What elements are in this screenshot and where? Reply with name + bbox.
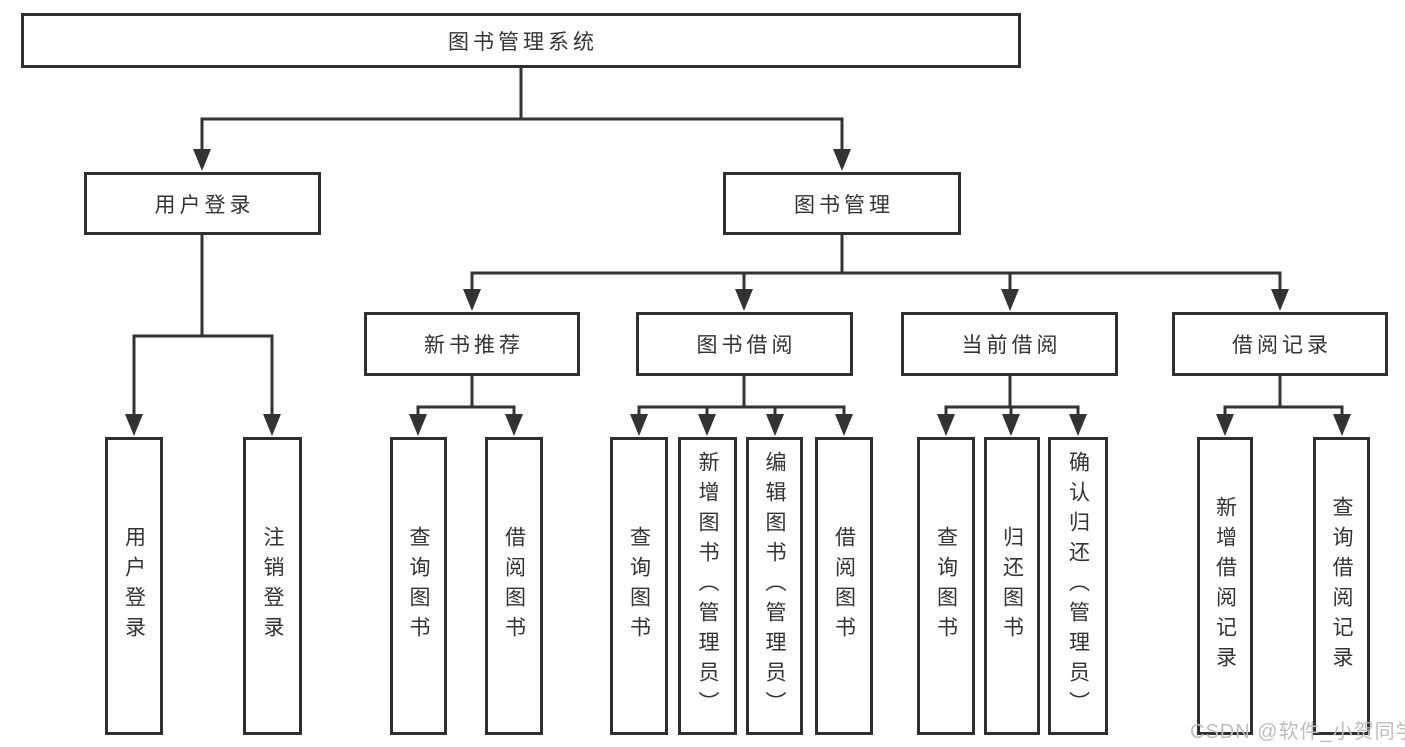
leaf-recommend-query-books: 查询图书 [390, 437, 447, 735]
leaf-current-query-books: 查询图书 [917, 437, 975, 735]
leaf-borrow-query-books-label: 查询图书 [627, 526, 651, 646]
leaf-recommend-borrow-books-label: 借阅图书 [502, 526, 526, 646]
leaf-borrow-query-books: 查询图书 [610, 437, 668, 735]
leaf-user-login-label: 用户登录 [122, 526, 146, 646]
arrowhead-icon [505, 414, 523, 436]
leaf-borrow-borrow-books: 借阅图书 [815, 437, 873, 735]
node-current-borrow: 当前借阅 [901, 312, 1118, 376]
arrowhead-icon [1002, 414, 1020, 436]
node-book-management: 图书管理 [723, 172, 961, 235]
arrowhead-icon [1271, 289, 1289, 311]
leaf-current-confirm-return-admin-label: 确认归还（管理员） [1066, 451, 1090, 721]
node-new-book-recommend-label: 新书推荐 [424, 334, 524, 357]
leaf-borrow-edit-book-admin-label: 编辑图书（管理员） [763, 451, 786, 721]
node-root-label: 图书管理系统 [448, 30, 598, 54]
node-current-borrow-label: 当前借阅 [961, 334, 1062, 357]
node-book-borrow: 图书借阅 [636, 312, 853, 376]
leaf-user-login: 用户登录 [105, 437, 163, 735]
arrowhead-icon [1216, 414, 1234, 436]
arrowhead-icon [263, 414, 281, 436]
leaf-records-add-record: 新增借阅记录 [1197, 437, 1253, 735]
arrowhead-icon [1333, 414, 1351, 436]
arrowhead-icon [1069, 414, 1087, 436]
arrowhead-icon [937, 414, 955, 436]
leaf-current-query-books-label: 查询图书 [934, 526, 958, 646]
arrowhead-icon [1001, 289, 1019, 311]
leaf-borrow-add-book-admin: 新增图书（管理员） [678, 437, 737, 735]
arrowhead-icon [463, 289, 481, 311]
leaf-recommend-query-books-label: 查询图书 [407, 526, 430, 646]
leaf-borrow-borrow-books-label: 借阅图书 [832, 526, 856, 646]
arrowhead-icon [766, 414, 784, 436]
leaf-current-confirm-return-admin: 确认归还（管理员） [1048, 437, 1108, 735]
node-borrow-records-label: 借阅记录 [1232, 334, 1332, 357]
node-book-management-label: 图书管理 [794, 193, 894, 217]
leaf-logout-label: 注销登录 [261, 526, 284, 646]
node-user-login: 用户登录 [84, 172, 321, 235]
leaf-borrow-edit-book-admin: 编辑图书（管理员） [746, 437, 803, 735]
leaf-records-query-record-label: 查询借阅记录 [1330, 496, 1353, 676]
watermark: CSDN @软件_小贺同学 [1190, 721, 1405, 743]
node-borrow-records: 借阅记录 [1172, 312, 1388, 376]
arrowhead-icon [409, 414, 427, 436]
node-new-book-recommend: 新书推荐 [364, 312, 580, 376]
arrowhead-icon [735, 289, 753, 311]
leaf-current-return-books-label: 归还图书 [1000, 526, 1024, 646]
arrowhead-icon [833, 149, 851, 171]
leaf-records-add-record-label: 新增借阅记录 [1213, 496, 1237, 676]
node-user-login-label: 用户登录 [154, 193, 255, 217]
arrowhead-icon [193, 149, 211, 171]
arrowhead-icon [630, 414, 648, 436]
arrowhead-icon [125, 414, 143, 436]
arrowhead-icon [835, 414, 853, 436]
leaf-current-return-books: 归还图书 [984, 437, 1040, 735]
node-book-borrow-label: 图书借阅 [696, 334, 797, 357]
leaf-records-query-record: 查询借阅记录 [1313, 437, 1370, 735]
leaf-recommend-borrow-books: 借阅图书 [485, 437, 543, 735]
leaf-borrow-add-book-admin-label: 新增图书（管理员） [696, 451, 719, 721]
node-root: 图书管理系统 [21, 13, 1021, 68]
leaf-logout: 注销登录 [243, 437, 302, 735]
arrowhead-icon [698, 414, 716, 436]
